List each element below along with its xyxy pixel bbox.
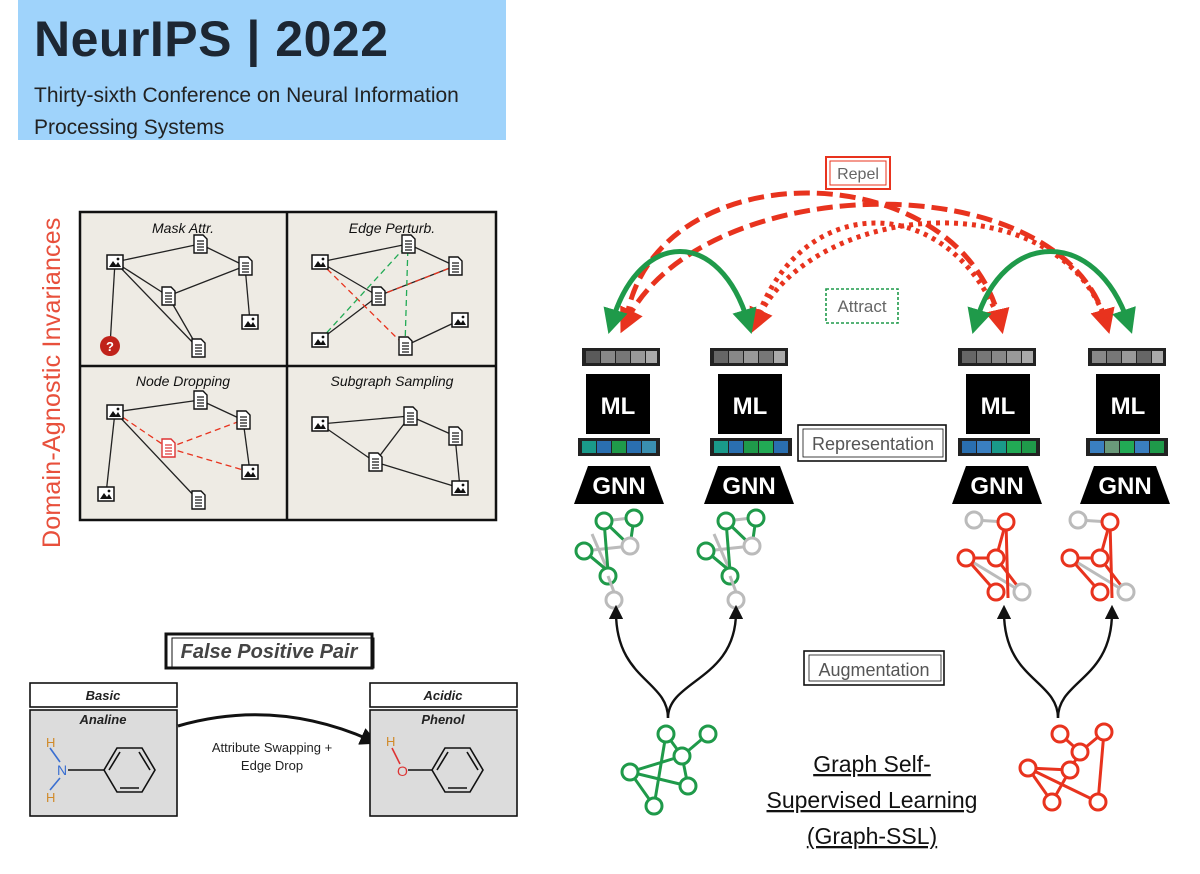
dropped-node-icon [161, 438, 176, 458]
augmentation-label: Augmentation [818, 660, 929, 680]
document-node-icon [238, 256, 253, 276]
image-node-icon [106, 254, 124, 270]
gnn-label: GNN [722, 473, 775, 500]
attract-label: Attract [837, 297, 886, 316]
conference-header: NeurIPS | 2022 Thirty-sixth Conference o… [18, 0, 506, 140]
atom-o: O [397, 763, 408, 779]
arrow-label-line1: Attribute Swapping + [212, 740, 332, 755]
phenol-structure [391, 747, 484, 793]
panel-title-mask-attr: Mask Attr. [152, 220, 214, 236]
document-node-icon [401, 234, 416, 254]
document-node-icon [161, 286, 176, 306]
atom-h-bottom: H [46, 790, 55, 805]
augmented-graph-red-1 [956, 510, 1032, 602]
image-node-icon [97, 486, 115, 502]
invariance-panels: Mask Attr. Edge Perturb. Node Dropping S… [78, 210, 498, 522]
gnn-label: GNN [1098, 473, 1151, 500]
false-positive-section: False Positive Pair Basic Analine H N H … [29, 632, 518, 817]
ml-label: ML [601, 393, 636, 420]
image-node-icon [311, 254, 329, 270]
mask-marker: ? [106, 339, 114, 354]
repel-label: Repel [837, 166, 879, 183]
document-node-icon [193, 234, 208, 254]
molecule-analine: Analine [79, 712, 127, 727]
document-node-icon [371, 286, 386, 306]
document-node-icon [236, 410, 251, 430]
ssl-caption-line2: Supervised Learning [767, 787, 978, 813]
gnn-label: GNN [592, 473, 645, 500]
molecule-phenol: Phenol [421, 712, 465, 727]
graph-ssl-section: Repel Attract Representation Augmentatio… [574, 156, 1170, 849]
encoder-column-3: ML GNN [952, 348, 1042, 504]
atom-n: N [57, 762, 67, 778]
repel-arrows [620, 190, 1115, 335]
augmented-graph-green-1 [574, 508, 644, 610]
image-node-icon [451, 312, 469, 328]
representation-label: Representation [812, 434, 934, 454]
image-node-icon [241, 314, 259, 330]
atom-h-top: H [46, 735, 55, 750]
ml-label: ML [981, 393, 1016, 420]
augmented-graph-red-2 [1060, 510, 1136, 602]
ssl-caption-line1: Graph Self- [813, 751, 931, 777]
document-node-icon [448, 426, 463, 446]
encoder-column-1: ML GNN [574, 348, 664, 504]
augmented-graph-green-2 [696, 508, 766, 610]
document-node-icon [403, 406, 418, 426]
left-tag-basic: Basic [86, 688, 121, 703]
arrow-label-line2: Edge Drop [241, 758, 303, 773]
transform-arrow [177, 713, 379, 745]
image-node-icon [241, 464, 259, 480]
image-node-icon [311, 416, 329, 432]
attract-arrows [603, 249, 1136, 334]
augmentation-arrows [608, 604, 1120, 719]
panel-title-edge-perturb: Edge Perturb. [349, 220, 435, 236]
document-node-icon [398, 336, 413, 356]
ml-label: ML [733, 393, 768, 420]
ml-label: ML [1111, 393, 1146, 420]
analine-structure [49, 747, 156, 793]
document-node-icon [191, 338, 206, 358]
false-positive-title: False Positive Pair [181, 641, 359, 663]
ssl-caption-line3: (Graph-SSL) [807, 823, 937, 849]
document-node-icon [368, 452, 383, 472]
source-graph-green [620, 724, 718, 816]
encoder-column-4: ML GNN [1080, 348, 1170, 504]
right-tag-acidic: Acidic [422, 688, 463, 703]
panel-title-node-dropping: Node Dropping [136, 373, 230, 389]
gnn-label: GNN [970, 473, 1023, 500]
image-node-icon [106, 404, 124, 420]
document-node-icon [191, 490, 206, 510]
document-node-icon [193, 390, 208, 410]
encoder-column-2: ML GNN [704, 348, 794, 504]
panel-title-subgraph-sampling: Subgraph Sampling [331, 373, 454, 389]
conference-subtitle: Thirty-sixth Conference on Neural Inform… [34, 84, 459, 139]
source-graph-red [1018, 722, 1114, 812]
image-node-icon [311, 332, 329, 348]
atom-h: H [386, 734, 395, 749]
question-mark-icon [100, 336, 120, 356]
document-node-icon [448, 256, 463, 276]
conference-title: NeurIPS | 2022 [34, 11, 389, 67]
image-node-icon [451, 480, 469, 496]
panel-edge-perturb-graph [319, 243, 461, 347]
